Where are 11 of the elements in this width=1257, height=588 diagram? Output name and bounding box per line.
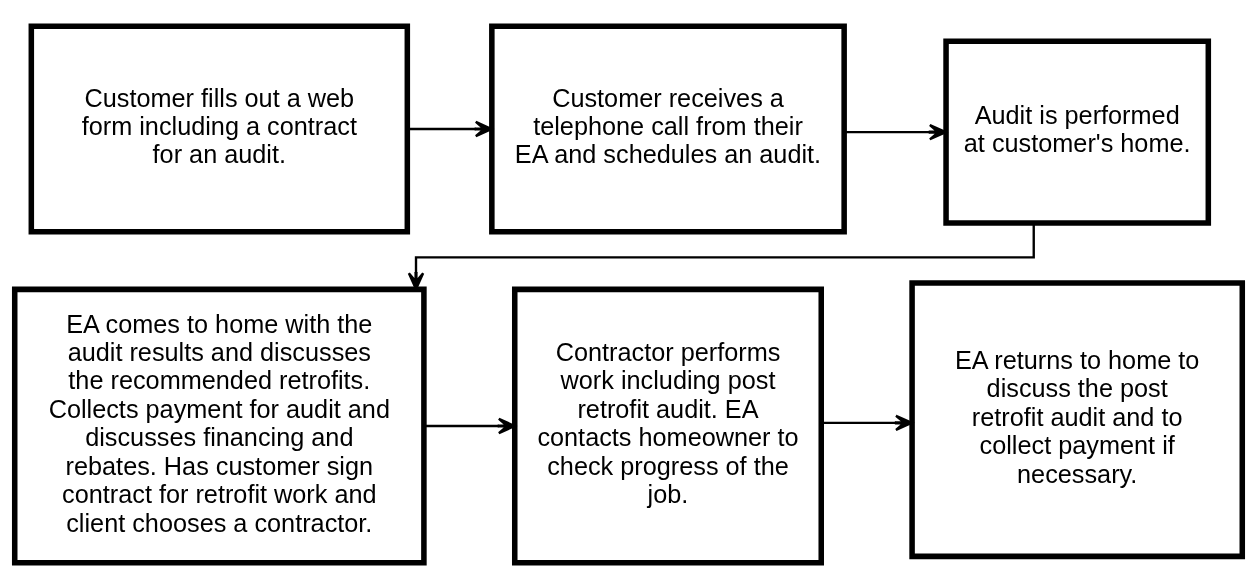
node-box: EA comes to home with the audit results and discusses the recommended retrofits. Collects payment for audit and discusses financing and rebates. Has customer sign contract for retrofit work and client chooses a contractor.	[11, 286, 427, 565]
arrow	[407, 120, 493, 137]
arrow	[821, 414, 913, 431]
node-box: Customer fills out a web form including a contract for an audit.	[28, 23, 411, 234]
node-box: Contractor performs work including post retrofit audit. EA contacts homeowner to check progress of the job.	[512, 286, 824, 565]
node-box: Audit is performed at customer's home.	[943, 38, 1212, 226]
node-box: EA returns to home to discuss the post retrofit audit and to collect payment if necessary.	[909, 279, 1246, 559]
arrow	[407, 222, 1035, 290]
arrow	[423, 417, 516, 434]
node-box: Customer receives a telephone call from their EA and schedules an audit.	[489, 23, 847, 234]
arrow	[844, 123, 947, 140]
